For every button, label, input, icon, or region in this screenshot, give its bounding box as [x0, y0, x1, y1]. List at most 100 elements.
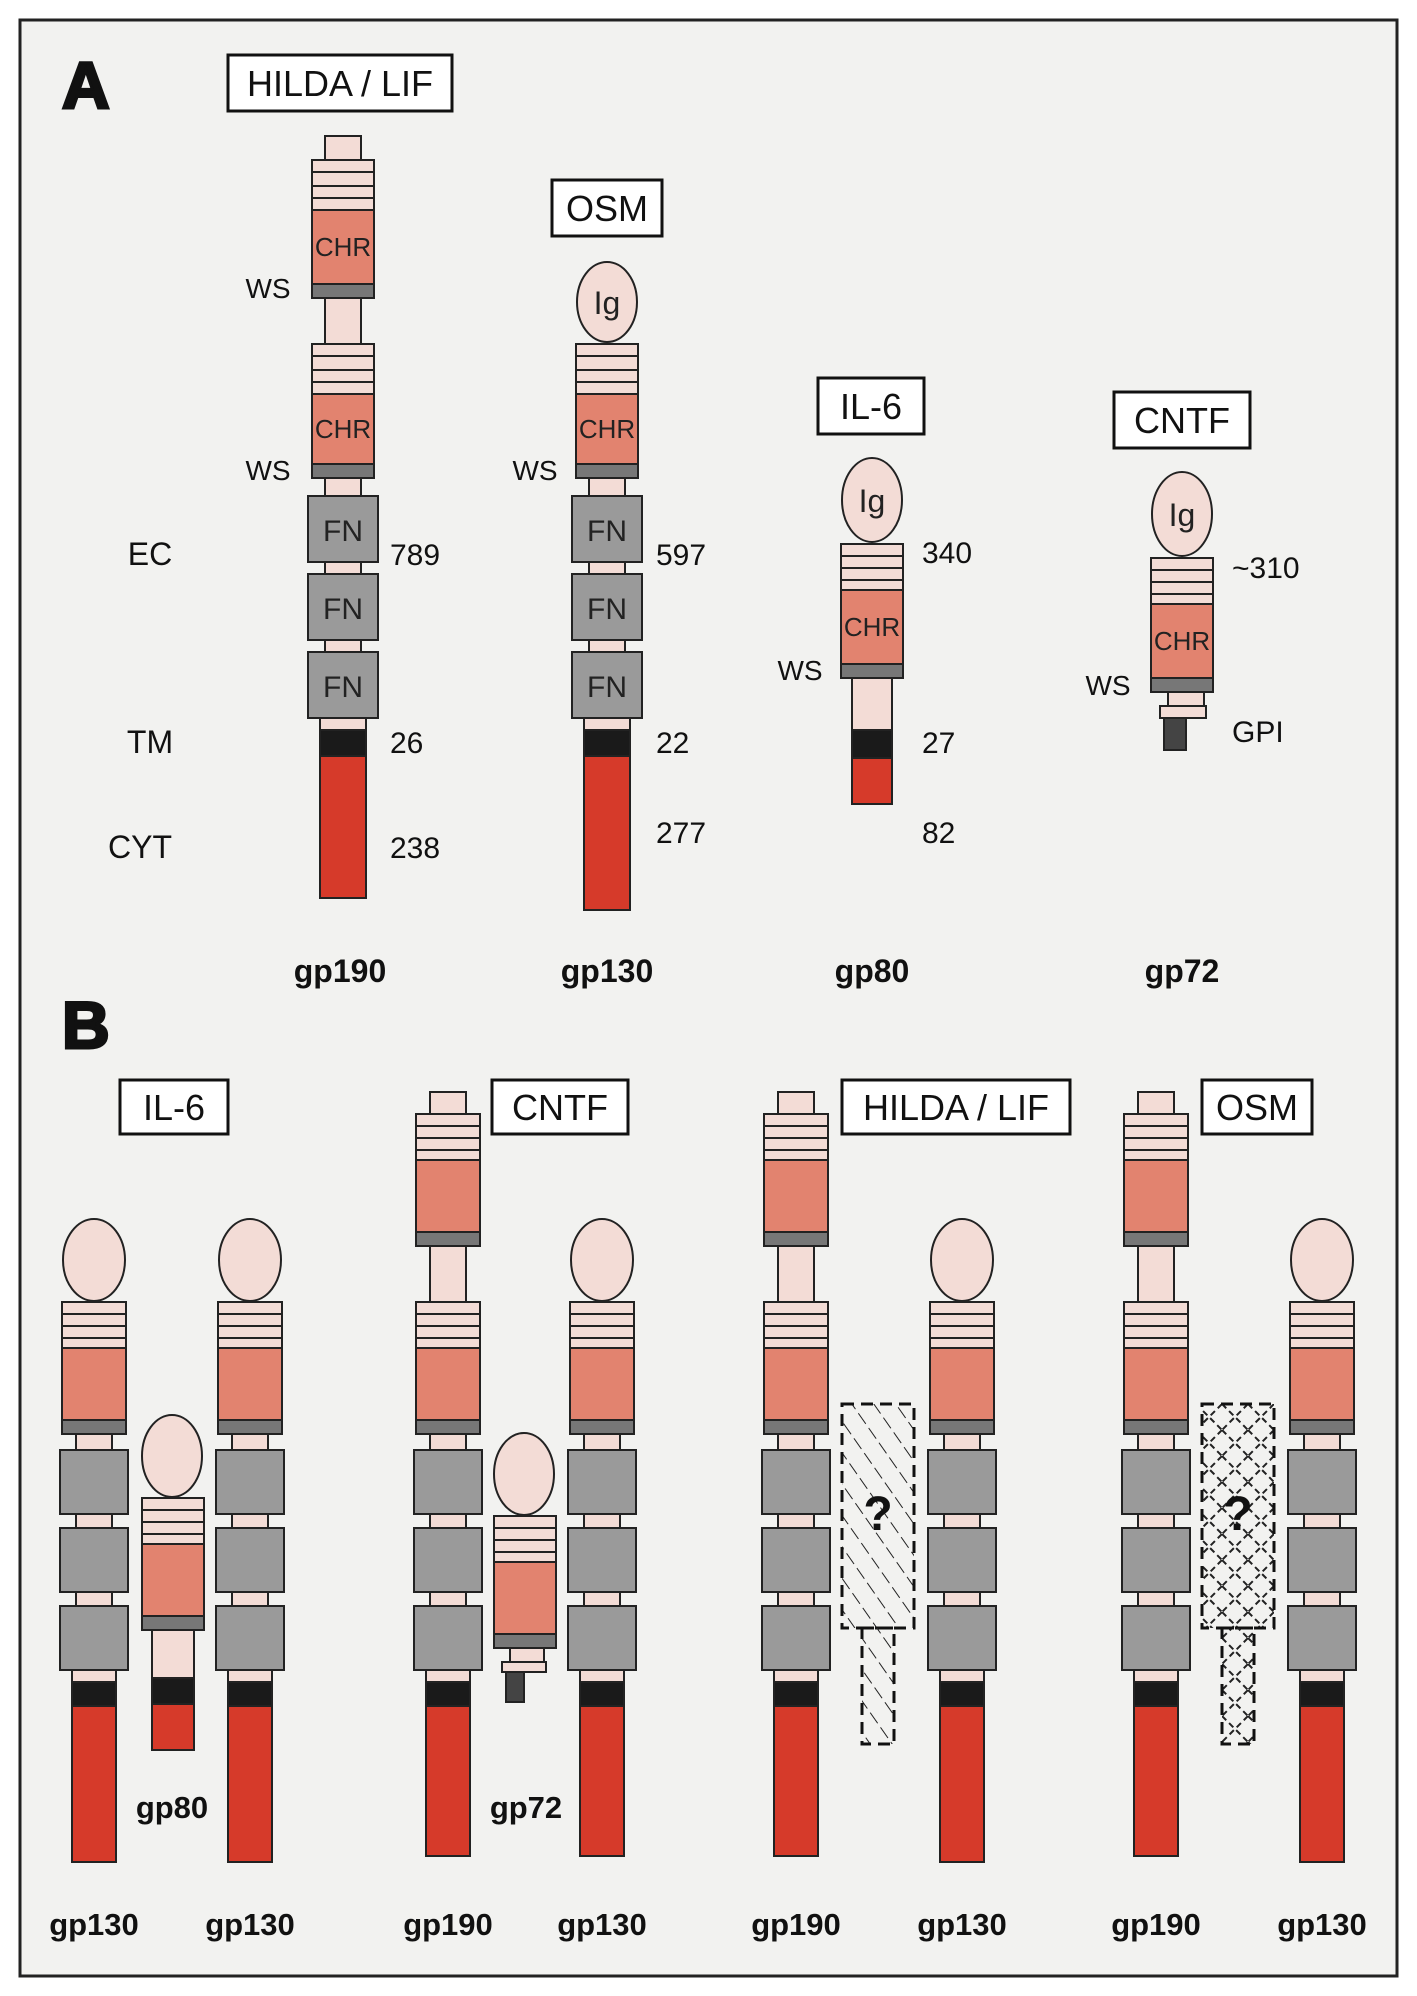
receptor-name-gp130: gp130: [561, 953, 653, 989]
chr-domain-label: CHR: [579, 414, 635, 444]
tm-count-gp130: 22: [656, 727, 689, 760]
ligand-box-il6-complex: IL-6: [118, 1078, 230, 1136]
receptor-name-gp190: gp190: [294, 953, 386, 989]
receptor-gp130: Ig CHR FN FN FN: [571, 261, 643, 911]
ig-domain-label: Ig: [594, 285, 621, 321]
complex-il6-label: gp80: [136, 1790, 208, 1825]
ws-motif: [840, 663, 904, 679]
fn-domain-label: FN: [323, 593, 363, 626]
ws-label: WS: [1085, 670, 1130, 701]
ws-motif: [311, 463, 375, 479]
ws-motif: [311, 283, 375, 299]
ws-motif: [1150, 677, 1214, 693]
ligand-box-hilda-lif-complex: HILDA / LIF: [840, 1078, 1072, 1136]
ig-domain: [1151, 471, 1213, 557]
chr-domain: [575, 393, 639, 465]
ligand-box-cntf: CNTF: [1112, 390, 1252, 450]
tm-count-gp80: 27: [922, 727, 955, 760]
complex-il6-gp130-left: [59, 1218, 129, 1863]
ig-domain-label: Ig: [859, 483, 886, 519]
complex-cntf-label: gp190: [403, 1907, 493, 1942]
ec-count-gp72: ~310: [1232, 552, 1300, 585]
ligand-label: OSM: [566, 188, 648, 229]
ligand-box-osm: OSM: [550, 178, 664, 238]
ec-count-gp190: 789: [390, 539, 440, 572]
ig-domain: [576, 261, 638, 343]
complex-cntf-gp190: [413, 1091, 483, 1857]
complex-cntf-gp72: [493, 1432, 557, 1703]
chr-domain: [311, 393, 375, 465]
ig-domain: [841, 457, 903, 543]
receptor-gp190: CHR CHR FN FN FN: [307, 135, 379, 899]
transmembrane-segment: [583, 729, 631, 757]
ligand-box-osm-complex: OSM: [1200, 1078, 1314, 1136]
ws-label: WS: [245, 273, 290, 304]
fn-domain: [307, 495, 379, 563]
complex-osm-label: gp130: [1277, 1907, 1367, 1942]
receptor-gp72: Ig CHR: [1150, 471, 1214, 751]
ligand-label: OSM: [1216, 1087, 1298, 1128]
fn-domain: [571, 495, 643, 563]
receptor-gp80: Ig CHR: [840, 457, 904, 805]
chr-domain: [840, 589, 904, 665]
complex-hilda-label: gp130: [917, 1907, 1007, 1942]
cyt-count-gp130: 277: [656, 817, 706, 850]
ec-count-gp130: 597: [656, 539, 706, 572]
gpi-label: GPI: [1232, 716, 1284, 749]
gpi-anchor: [1163, 717, 1187, 751]
ligand-box-cntf-complex: CNTF: [490, 1078, 630, 1136]
complex-il6-gp130-right: [215, 1218, 285, 1863]
panel-b-letter: B: [62, 988, 110, 1062]
fn-domain-label: FN: [323, 515, 363, 548]
fn-domain-label: FN: [587, 671, 627, 704]
fn-domain-label: FN: [323, 671, 363, 704]
ligand-label: HILDA / LIF: [247, 63, 433, 104]
cytoplasmic-domain: [319, 755, 367, 899]
complex-hilda-gp130: [927, 1218, 997, 1863]
chr-domain-label: CHR: [1154, 626, 1210, 656]
complex-il6-label: gp130: [205, 1907, 295, 1942]
unknown-marker: ?: [1223, 1488, 1252, 1541]
complex-hilda-gp190: [761, 1091, 831, 1857]
receptor-name-gp72: gp72: [1145, 953, 1220, 989]
chr-domain-label: CHR: [844, 612, 900, 642]
complex-osm-gp190: [1121, 1091, 1191, 1857]
complex-hilda-label: gp190: [751, 1907, 841, 1942]
chr-domain: [1150, 603, 1214, 679]
cyt-count-gp80: 82: [922, 817, 955, 850]
complex-osm-label: gp190: [1111, 1907, 1201, 1942]
region-label-cyt: CYT: [108, 829, 172, 865]
receptor-name-gp80: gp80: [835, 953, 910, 989]
transmembrane-segment: [319, 729, 367, 757]
ws-label: WS: [777, 655, 822, 686]
figure-border: [18, 18, 1399, 1978]
ligand-label: CNTF: [1134, 400, 1230, 441]
ligand-label: IL-6: [840, 386, 902, 427]
complex-osm-gp130: [1287, 1218, 1357, 1863]
complex-hilda-unknown-receptor: [840, 1402, 916, 1746]
transmembrane-segment: [851, 729, 893, 759]
region-label-tm: TM: [127, 724, 173, 760]
ligand-label: CNTF: [512, 1087, 608, 1128]
chr-domain: [311, 209, 375, 285]
panel-a-letter: A: [62, 48, 110, 122]
cytoplasmic-domain: [583, 755, 631, 911]
complex-cntf-gp130: [567, 1218, 637, 1857]
ws-label: WS: [245, 455, 290, 486]
complex-osm-unknown-receptor: [1200, 1402, 1276, 1746]
fn-domain-label: FN: [587, 593, 627, 626]
chr-domain-label: CHR: [315, 232, 371, 262]
cyt-count-gp190: 238: [390, 832, 440, 865]
complex-cntf-label: gp130: [557, 1907, 647, 1942]
complex-cntf-label: gp72: [490, 1790, 562, 1825]
ligand-label: IL-6: [143, 1087, 205, 1128]
complex-il6-label: gp130: [49, 1907, 139, 1942]
complex-il6-gp80: [141, 1414, 205, 1751]
ec-count-gp80: 340: [922, 537, 972, 570]
fn-domain: [571, 651, 643, 719]
chr-domain-label: CHR: [315, 414, 371, 444]
ig-domain-label: Ig: [1169, 497, 1196, 533]
region-label-ec: EC: [128, 536, 172, 572]
fn-domain: [307, 573, 379, 641]
